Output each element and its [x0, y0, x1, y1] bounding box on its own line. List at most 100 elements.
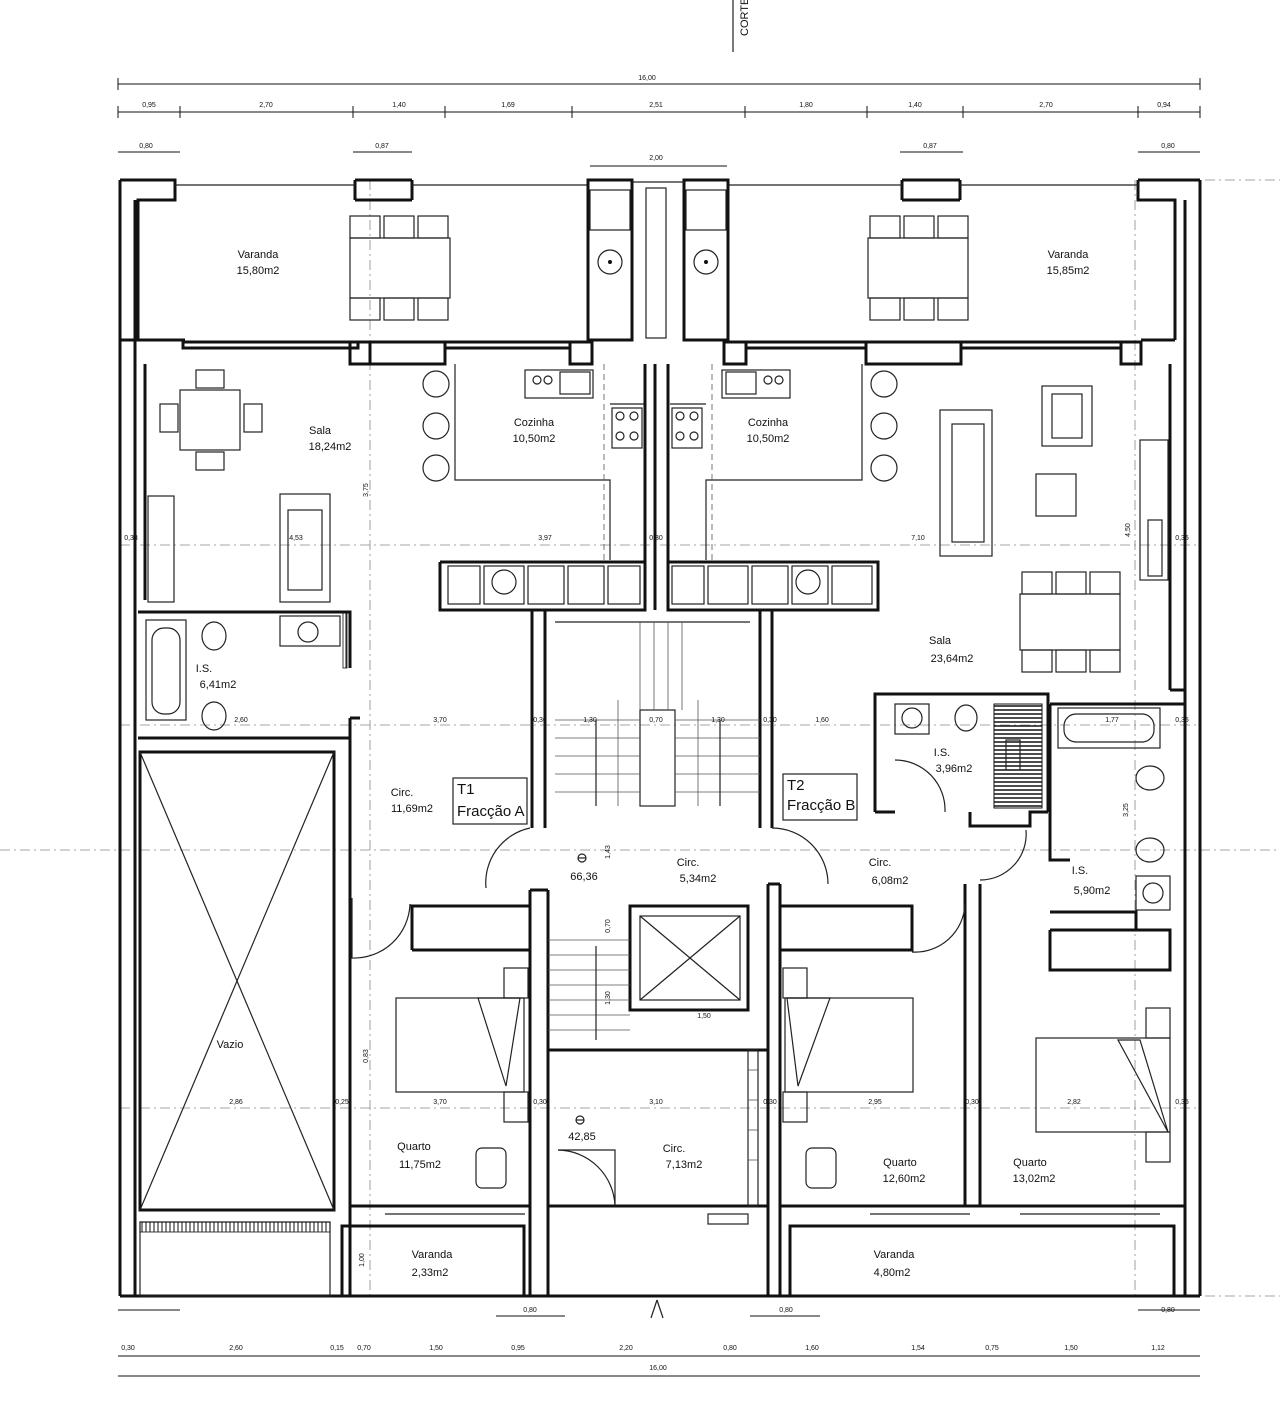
- svg-text:23,64m2: 23,64m2: [931, 653, 974, 665]
- svg-text:0,30: 0,30: [965, 1099, 979, 1106]
- svg-text:0,30: 0,30: [649, 535, 663, 542]
- svg-text:Quarto: Quarto: [883, 1157, 917, 1169]
- balcony-band: [138, 338, 1175, 690]
- section-mark: CORTE: [739, 0, 751, 36]
- svg-text:Sala: Sala: [929, 635, 952, 647]
- svg-text:3,75: 3,75: [363, 483, 370, 497]
- top-small-dims: 0,80 0,87 2,00 0,87 0,80: [139, 143, 1175, 162]
- svg-text:0,25: 0,25: [335, 1099, 349, 1106]
- svg-text:0,70: 0,70: [649, 717, 663, 724]
- svg-text:0,94: 0,94: [1157, 102, 1171, 109]
- svg-text:1,30: 1,30: [711, 717, 725, 724]
- svg-text:4,53: 4,53: [289, 535, 303, 542]
- sala-left-furniture: [147, 369, 331, 603]
- bottom-small-dims: 0,80 0,80 0,80: [523, 1307, 1175, 1314]
- svg-text:11,69m2: 11,69m2: [391, 803, 433, 815]
- top-dimension-lines: [117, 78, 1201, 167]
- svg-text:I.S.: I.S.: [934, 747, 951, 759]
- svg-text:1,40: 1,40: [908, 102, 922, 109]
- svg-text:1,30: 1,30: [583, 717, 597, 724]
- svg-text:3,10: 3,10: [649, 1099, 663, 1106]
- svg-text:0,80: 0,80: [139, 143, 153, 150]
- room-quarto-left: Quarto 11,75m2: [397, 1141, 441, 1171]
- lower-walls: [350, 716, 1185, 1296]
- svg-text:7,10: 7,10: [911, 535, 925, 542]
- svg-text:3,96m2: 3,96m2: [936, 763, 973, 775]
- svg-text:0,80: 0,80: [523, 1307, 537, 1314]
- svg-text:2,70: 2,70: [259, 102, 273, 109]
- room-quarto-mid: Quarto 12,60m2: [883, 1157, 926, 1185]
- svg-text:Fracção B: Fracção B: [787, 797, 855, 814]
- svg-text:2,20: 2,20: [619, 1345, 633, 1352]
- svg-text:3,70: 3,70: [433, 717, 447, 724]
- fraction-a-label: T1 Fracção A: [457, 781, 525, 820]
- svg-text:3,25: 3,25: [1123, 803, 1130, 817]
- svg-text:Varanda: Varanda: [1048, 249, 1090, 261]
- svg-text:0,30: 0,30: [763, 717, 777, 724]
- svg-text:6,41m2: 6,41m2: [200, 679, 237, 691]
- sala-right-furniture: [939, 385, 1169, 673]
- door-swings: [351, 759, 1027, 1207]
- svg-text:3,97: 3,97: [538, 535, 552, 542]
- svg-text:0,30: 0,30: [121, 1345, 135, 1352]
- kitchen-counter-right: [666, 560, 880, 612]
- svg-text:66,36: 66,36: [570, 871, 598, 883]
- level-lower: 42,85: [568, 1115, 596, 1143]
- svg-text:Varanda: Varanda: [412, 1249, 454, 1261]
- svg-text:T1: T1: [457, 781, 475, 798]
- svg-text:Fracção A: Fracção A: [457, 803, 525, 820]
- svg-text:Varanda: Varanda: [874, 1249, 916, 1261]
- svg-text:0,87: 0,87: [375, 143, 389, 150]
- svg-text:12,60m2: 12,60m2: [883, 1173, 926, 1185]
- svg-text:1,54: 1,54: [911, 1345, 925, 1352]
- dining-set-balcony-left: [349, 215, 451, 321]
- svg-text:7,13m2: 7,13m2: [666, 1159, 703, 1171]
- fraction-b-box: [782, 773, 858, 821]
- svg-text:T2: T2: [787, 777, 805, 794]
- svg-text:10,50m2: 10,50m2: [513, 433, 556, 445]
- room-cozinha-right: Cozinha 10,50m2: [747, 417, 790, 445]
- room-circ-left: Circ. 11,69m2: [391, 787, 433, 815]
- svg-text:Sala: Sala: [309, 425, 332, 437]
- svg-text:1,50: 1,50: [697, 1013, 711, 1020]
- cozinha-right-fixtures: [670, 364, 898, 560]
- svg-text:0,30: 0,30: [763, 1099, 777, 1106]
- bed-right: [1035, 1007, 1171, 1163]
- cozinha-left-fixtures: [422, 364, 645, 560]
- svg-text:Circ.: Circ.: [663, 1143, 686, 1155]
- svg-text:Cozinha: Cozinha: [514, 417, 555, 429]
- svg-text:Quarto: Quarto: [1013, 1157, 1047, 1169]
- svg-text:5,90m2: 5,90m2: [1074, 885, 1111, 897]
- svg-text:2,00: 2,00: [649, 155, 663, 162]
- bed-left: [395, 967, 529, 1189]
- room-varanda-bottom-right: Varanda 4,80m2: [874, 1249, 916, 1279]
- is-left-fixtures: [138, 610, 352, 1296]
- svg-text:1,77: 1,77: [1105, 717, 1119, 724]
- svg-text:Circ.: Circ.: [869, 857, 892, 869]
- svg-text:1,50: 1,50: [1064, 1345, 1078, 1352]
- svg-text:18,24m2: 18,24m2: [309, 441, 352, 453]
- svg-text:0,95: 0,95: [511, 1345, 525, 1352]
- svg-text:6,08m2: 6,08m2: [872, 875, 909, 887]
- room-circ-right: Circ. 6,08m2: [869, 857, 909, 887]
- svg-text:42,85: 42,85: [568, 1131, 596, 1143]
- svg-text:Circ.: Circ.: [391, 787, 414, 799]
- room-quarto-right: Quarto 13,02m2: [1013, 1157, 1056, 1185]
- fraction-b-label: T2 Fracção B: [787, 777, 855, 814]
- svg-text:1,12: 1,12: [1151, 1345, 1165, 1352]
- svg-text:Quarto: Quarto: [397, 1141, 431, 1153]
- svg-text:4,50: 4,50: [1125, 523, 1132, 537]
- svg-text:0,95: 0,95: [142, 102, 156, 109]
- svg-text:0,80: 0,80: [723, 1345, 737, 1352]
- svg-text:1,30: 1,30: [605, 991, 612, 1005]
- bottom-dimension-lines: [118, 1299, 1200, 1377]
- svg-text:0,70: 0,70: [357, 1345, 371, 1352]
- svg-text:0,83: 0,83: [363, 1049, 370, 1063]
- svg-text:3,70: 3,70: [433, 1099, 447, 1106]
- svg-text:2,95: 2,95: [868, 1099, 882, 1106]
- svg-text:13,02m2: 13,02m2: [1013, 1173, 1056, 1185]
- kitchen-counter-left: [438, 560, 647, 612]
- svg-text:I.S.: I.S.: [1072, 865, 1089, 877]
- svg-text:0,35: 0,35: [1175, 535, 1189, 542]
